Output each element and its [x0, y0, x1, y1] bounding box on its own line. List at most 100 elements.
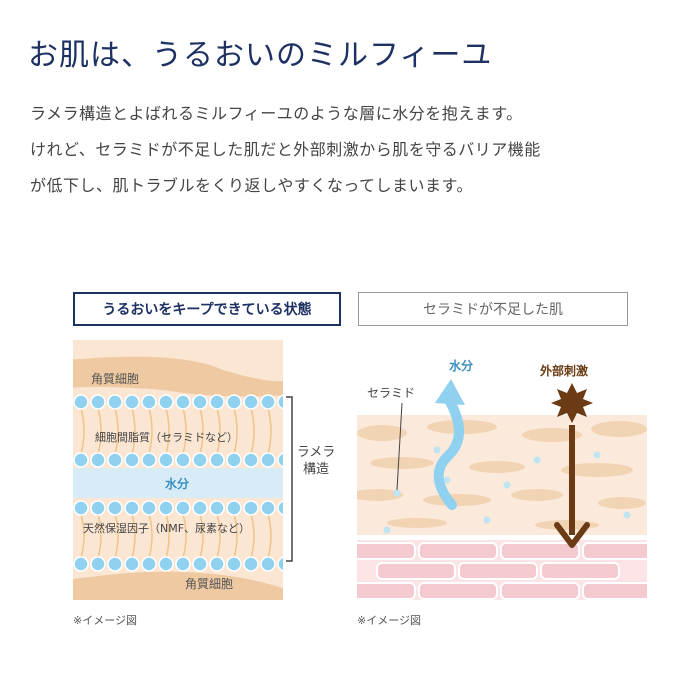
lipid-tail [131, 513, 136, 559]
living-cell-layer [357, 540, 647, 600]
lipid-head [209, 452, 225, 468]
irritant-arrowhead [554, 522, 590, 548]
lipid-tail [182, 513, 187, 559]
label-ceramide: セラミド [367, 386, 415, 400]
ceramide-pointer-line [396, 402, 403, 491]
label-corneocyte-bottom: 角質細胞 [185, 576, 233, 591]
lipid-head [73, 556, 89, 572]
water-arrowhead [435, 379, 465, 405]
lipid-head [107, 500, 123, 516]
lipid-tail [148, 407, 153, 455]
lipid-tail [216, 513, 221, 559]
lipid-tail [114, 407, 119, 455]
lipid-tail [250, 407, 255, 455]
lipid-head [107, 452, 123, 468]
lipid-tail [165, 513, 170, 559]
lipid-head [243, 500, 259, 516]
lipid-head [260, 452, 276, 468]
lipid-tail [80, 407, 85, 455]
lipid-head [277, 394, 283, 410]
corneocyte-bottom-shape [73, 571, 283, 600]
lipid-head [243, 394, 259, 410]
lipid-head [158, 452, 174, 468]
tag-ceramide-deficient: セラミドが不足した肌 [358, 292, 628, 326]
lipid-head [243, 452, 259, 468]
lipid-tail [233, 407, 238, 455]
lipid-tail [80, 513, 85, 559]
label-nmf: 天然保湿因子（NMF、尿素など） [83, 521, 250, 535]
lipid-tail [250, 513, 255, 559]
lipid-head [226, 556, 242, 572]
lipid-head [158, 556, 174, 572]
tag-healthy-state: うるおいをキープできている状態 [73, 292, 341, 326]
lipid-tail [114, 513, 119, 559]
irritant-burst-icon [551, 383, 593, 423]
lipid-head [192, 394, 208, 410]
lamellar-label: ラメラ 構造 [296, 444, 336, 478]
lipid-tail [267, 407, 272, 455]
lipid-tail [148, 513, 153, 559]
lipid-head [226, 452, 242, 468]
lipid-head [124, 452, 140, 468]
lipid-head [124, 394, 140, 410]
lipid-head [141, 500, 157, 516]
lipid-head [192, 452, 208, 468]
label-water-left: 水分 [165, 476, 189, 491]
lipid-head [141, 394, 157, 410]
lipid-head [158, 500, 174, 516]
lipid-tail [165, 407, 170, 455]
lipid-tail [199, 407, 204, 455]
lipid-tail [216, 407, 221, 455]
lipid-head [226, 500, 242, 516]
lipid-head [158, 394, 174, 410]
ceramide-deficient-diagram: 水分 セラミド 外部刺激 [357, 345, 647, 600]
lipid-head [175, 452, 191, 468]
lipid-tail [199, 513, 204, 559]
lipid-head [209, 394, 225, 410]
lipid-head [90, 452, 106, 468]
lipid-tail [233, 513, 238, 559]
lipid-head [175, 394, 191, 410]
lipid-head [243, 556, 259, 572]
lipid-head [73, 394, 89, 410]
ceramide-beads [383, 446, 631, 534]
lamellar-diagram: 角質細胞 水分 細胞間脂質（セラミドなど） 天然保湿因子（NMF、尿素など） 角… [73, 340, 283, 600]
lead-line-2: けれど、セラミドが不足した肌だと外部刺激から肌を守るバリア機能 [30, 140, 541, 159]
lipid-head [107, 394, 123, 410]
lipid-tail [182, 407, 187, 455]
label-water-right: 水分 [449, 358, 473, 373]
label-lipid: 細胞間脂質（セラミドなど） [95, 430, 238, 444]
lipid-head [124, 500, 140, 516]
lipid-head [90, 556, 106, 572]
lipid-head [192, 556, 208, 572]
lipid-head [260, 500, 276, 516]
water-escape-arrow [433, 395, 464, 510]
lipid-head [260, 394, 276, 410]
lipid-head [124, 556, 140, 572]
label-irritant: 外部刺激 [540, 363, 588, 378]
lipid-head [277, 452, 283, 468]
lipid-tail [131, 407, 136, 455]
lamellar-brace [286, 396, 293, 562]
caption-right: ※イメージ図 [357, 614, 421, 627]
lamellar-label-line-2: 構造 [302, 462, 329, 477]
lipid-tail [97, 513, 102, 559]
lipid-head [90, 500, 106, 516]
lipid-bilayers [73, 394, 283, 572]
water-band [73, 468, 283, 498]
lipid-head [277, 500, 283, 516]
lipid-head [277, 556, 283, 572]
lipid-tail [267, 513, 272, 559]
lead-line-1: ラメラ構造とよばれるミルフィーユのような層に水分を抱えます。 [30, 104, 523, 123]
lipid-head [209, 500, 225, 516]
lipid-head [107, 556, 123, 572]
lipid-head [90, 394, 106, 410]
caption-left: ※イメージ図 [73, 614, 137, 627]
lamellar-label-line-1: ラメラ [296, 445, 336, 460]
lipid-head [260, 556, 276, 572]
irritant-arrow-shaft [569, 425, 575, 535]
page-headline: お肌は、うるおいのミルフィーユ [28, 38, 493, 73]
corneocyte-top-shape [73, 356, 283, 397]
lipid-head [141, 556, 157, 572]
label-corneocyte-top: 角質細胞 [91, 371, 139, 386]
